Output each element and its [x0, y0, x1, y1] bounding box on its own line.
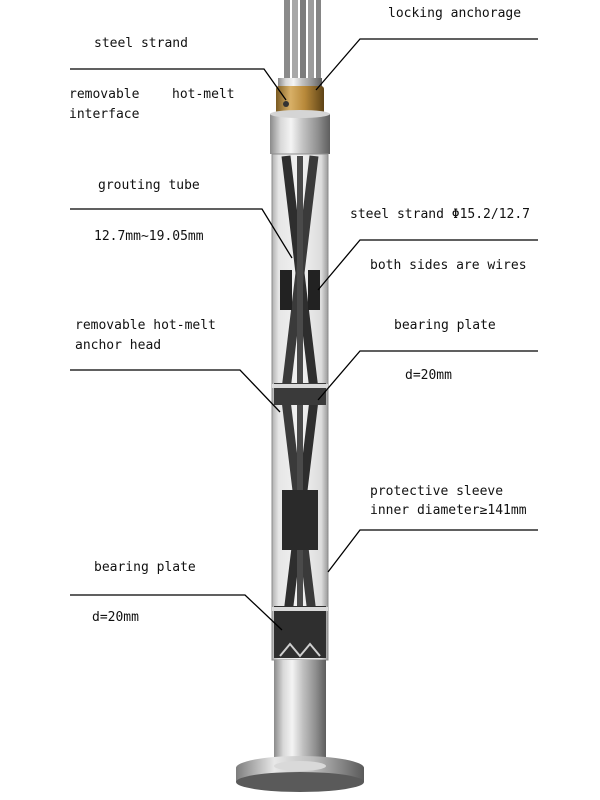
label-bearing-plate-right-d: d=20mm [405, 368, 452, 383]
label-anchor-head-line1: removable hot-melt [75, 318, 216, 333]
label-removable-interface-a: removable [69, 87, 140, 102]
leader-protective-sleeve [327, 529, 538, 573]
label-bearing-plate-left: bearing plate [94, 560, 196, 575]
label-protective-sleeve-line2: inner diameter≥141mm [370, 503, 527, 518]
top-strands [284, 0, 321, 84]
locking-anchorage-part [276, 78, 324, 114]
leader-locking-anchorage [315, 38, 538, 91]
lower-tube [274, 660, 326, 760]
leader-grouting-tube [70, 208, 293, 259]
label-bearing-plate-right: bearing plate [394, 318, 496, 333]
label-removable-interface-c: interface [69, 107, 140, 122]
leader-removable-interface [70, 68, 287, 101]
label-removable-interface-b: hot-melt [172, 87, 235, 102]
label-steel-strand-spec: steel strand Φ15.2/12.7 [350, 207, 531, 222]
label-protective-sleeve-line1: protective sleeve [370, 484, 504, 499]
label-steel-strand-top: steel strand [94, 36, 188, 51]
leader-bearing-plate-right [317, 350, 538, 401]
label-locking-anchorage: locking anchorage [388, 6, 522, 21]
label-anchor-head-line2: anchor head [75, 338, 162, 353]
leader-lines [70, 38, 538, 631]
leader-anchor-head [70, 369, 281, 413]
label-strand-diameter-range: 12.7mm~19.05mm [94, 229, 204, 244]
top-cap [270, 110, 330, 154]
leader-steel-strand [317, 239, 538, 291]
bearing-plate-upper [272, 383, 328, 405]
base-plate [236, 756, 364, 792]
leader-bearing-plate-left [70, 594, 283, 631]
label-grouting-tube: grouting tube [98, 178, 200, 193]
bearing-plate-lower [272, 606, 328, 658]
label-bearing-plate-left-d: d=20mm [92, 610, 139, 625]
label-both-sides-wires: both sides are wires [370, 258, 527, 273]
